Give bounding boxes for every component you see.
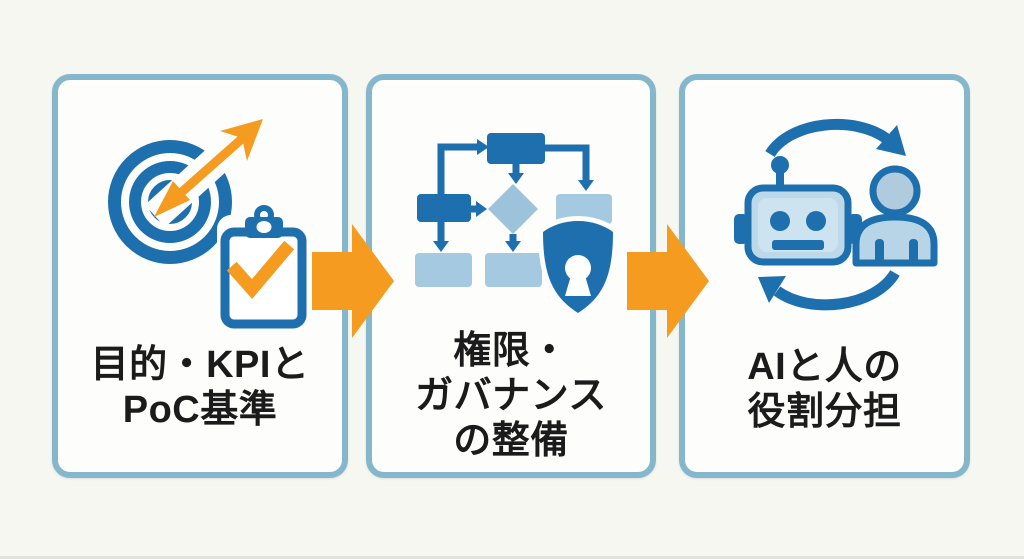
card-label-line: ガバナンス bbox=[415, 375, 607, 417]
card-label: 目的・KPIと PoC基準 bbox=[58, 343, 342, 433]
card-label: 権限・ ガバナンス の整備 bbox=[372, 329, 650, 464]
card-label-line: の整備 bbox=[453, 420, 569, 462]
card-label-line: PoC基準 bbox=[122, 389, 278, 431]
robot-human-cycle-icon bbox=[734, 118, 938, 311]
card-objectives-kpi: 目的・KPIと PoC基準 bbox=[52, 74, 348, 478]
flowchart-shield-lock-icon bbox=[415, 133, 619, 319]
card-label-line: 目的・KPIと bbox=[90, 344, 310, 386]
card-label-line: 役割分担 bbox=[747, 391, 902, 433]
card-role-division: AIと人の 役割分担 bbox=[679, 74, 970, 478]
card-governance: 権限・ ガバナンス の整備 bbox=[366, 74, 656, 478]
flow-arrow-right-icon bbox=[312, 224, 394, 338]
card-label-line: 権限・ bbox=[453, 330, 569, 372]
card-label: AIと人の 役割分担 bbox=[685, 345, 964, 435]
target-dart-clipboard-icon bbox=[108, 116, 317, 334]
flow-arrow-right-icon bbox=[627, 224, 709, 338]
card-label-line: AIと人の bbox=[747, 346, 902, 388]
